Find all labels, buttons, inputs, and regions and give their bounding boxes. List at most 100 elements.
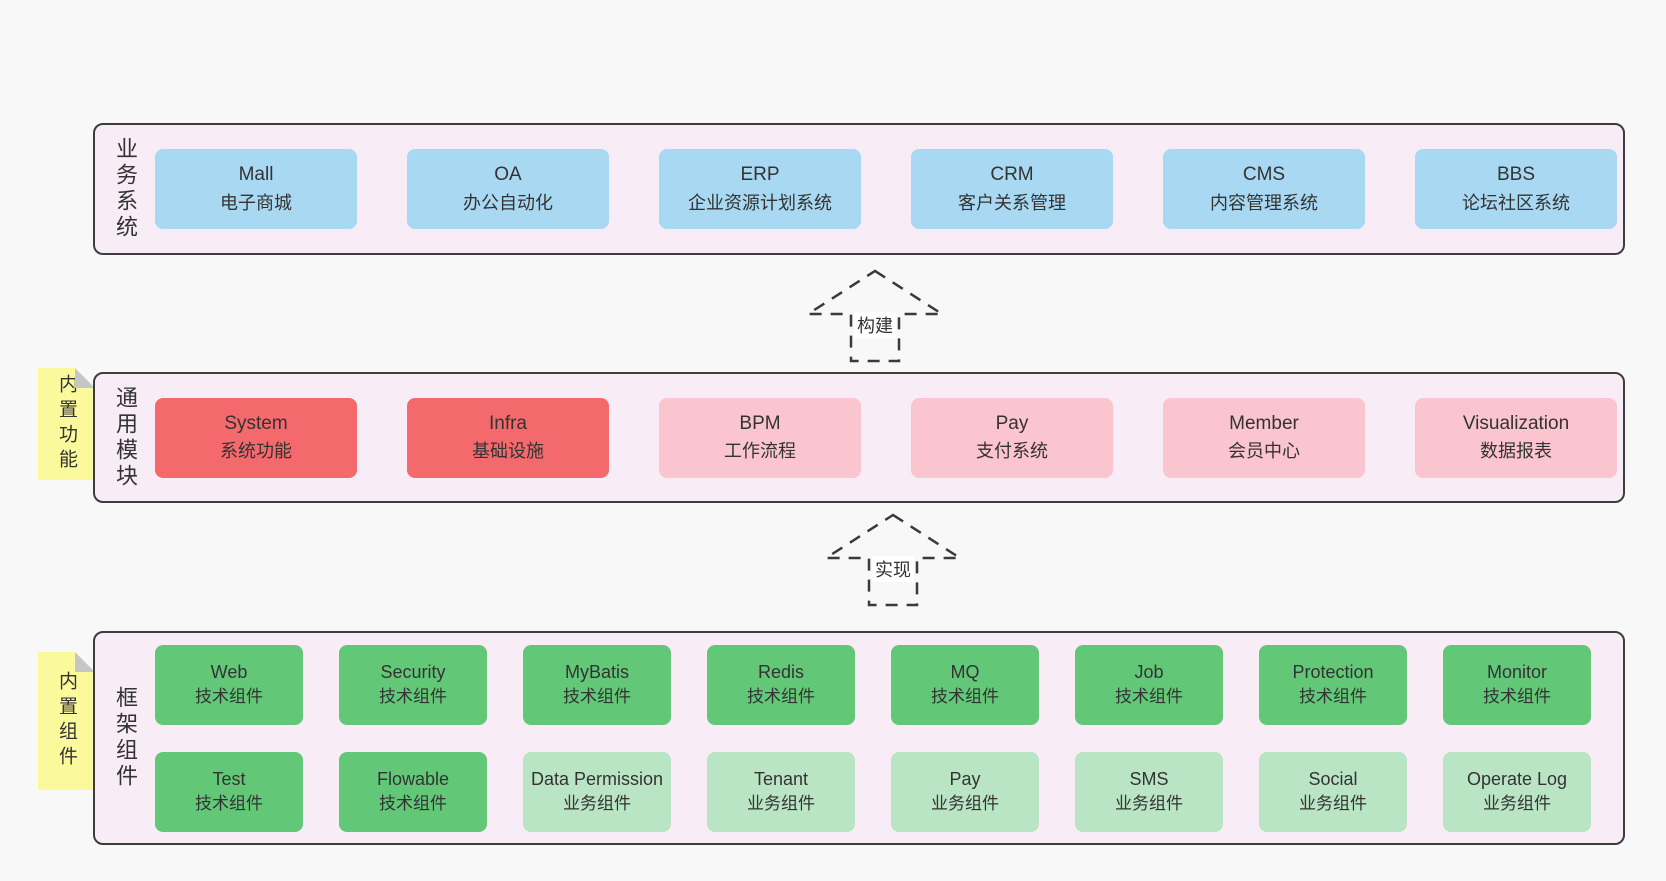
box-row: Mall 电子商城 OA 办公自动化 ERP 企业资源计划系统 CRM 客户关系… bbox=[155, 149, 1623, 229]
component-box-job: Job 技术组件 bbox=[1075, 644, 1223, 725]
module-desc: 内容管理系统 bbox=[1210, 192, 1318, 213]
component-type: 技术组件 bbox=[379, 794, 447, 814]
layer-title: 业务系统 bbox=[113, 137, 138, 241]
component-type: 业务组件 bbox=[1115, 794, 1183, 814]
component-type: 业务组件 bbox=[1299, 794, 1367, 814]
module-box-erp: ERP 企业资源计划系统 bbox=[659, 149, 861, 229]
layer-title: 框架组件 bbox=[113, 686, 138, 790]
component-name: Pay bbox=[949, 769, 981, 789]
module-desc: 会员中心 bbox=[1228, 441, 1300, 462]
component-name: SMS bbox=[1129, 769, 1169, 789]
layer-title-gutter: 通用模块 bbox=[95, 374, 155, 501]
module-box-crm: CRM 客户关系管理 bbox=[911, 149, 1113, 229]
component-box-tenant: Tenant 业务组件 bbox=[707, 751, 855, 832]
module-box-visualization: Visualization 数据报表 bbox=[1415, 397, 1617, 478]
module-box-cms: CMS 内容管理系统 bbox=[1163, 149, 1365, 229]
component-box-protection: Protection 技术组件 bbox=[1259, 644, 1407, 725]
component-type: 技术组件 bbox=[1483, 687, 1551, 707]
component-box-pay: Pay 业务组件 bbox=[891, 751, 1039, 832]
module-desc: 基础设施 bbox=[472, 441, 544, 462]
component-type: 技术组件 bbox=[379, 687, 447, 707]
module-desc: 客户关系管理 bbox=[958, 192, 1066, 213]
box-row: Test 技术组件 Flowable 技术组件 Data Permission … bbox=[155, 751, 1623, 832]
arrow-implement: 实现 bbox=[823, 512, 963, 608]
component-type: 技术组件 bbox=[195, 687, 263, 707]
component-name: MyBatis bbox=[564, 662, 629, 682]
module-name: BBS bbox=[1496, 164, 1536, 186]
arrow-label: 实现 bbox=[872, 556, 914, 582]
component-box-redis: Redis 技术组件 bbox=[707, 644, 855, 725]
component-type: 业务组件 bbox=[563, 794, 631, 814]
component-box-test: Test 技术组件 bbox=[155, 751, 303, 832]
module-name: System bbox=[224, 412, 288, 434]
module-desc: 数据报表 bbox=[1480, 441, 1552, 462]
module-name: Mall bbox=[238, 164, 274, 186]
layer-common-modules: 通用模块 System 系统功能 Infra 基础设施 BPM 工作流程 Pay bbox=[93, 372, 1625, 503]
layer-framework-components: 框架组件 Web 技术组件 Security 技术组件 MyBatis 技术组件… bbox=[93, 631, 1625, 845]
module-name: OA bbox=[494, 164, 522, 186]
component-name: Test bbox=[212, 769, 246, 789]
module-desc: 支付系统 bbox=[976, 441, 1048, 462]
component-name: Web bbox=[210, 662, 248, 682]
component-name: Flowable bbox=[376, 769, 450, 789]
component-box-web: Web 技术组件 bbox=[155, 644, 303, 725]
component-name: Tenant bbox=[753, 769, 809, 789]
component-box-security: Security 技术组件 bbox=[339, 644, 487, 725]
component-box-mq: MQ 技术组件 bbox=[891, 644, 1039, 725]
note-label: 内置组件 bbox=[56, 671, 77, 771]
component-name: Social bbox=[1308, 769, 1358, 789]
box-row: Web 技术组件 Security 技术组件 MyBatis 技术组件 Redi… bbox=[155, 644, 1623, 725]
component-type: 业务组件 bbox=[747, 794, 815, 814]
component-box-sms: SMS 业务组件 bbox=[1075, 751, 1223, 832]
component-name: Monitor bbox=[1486, 662, 1548, 682]
module-name: BPM bbox=[739, 412, 781, 434]
module-name: Member bbox=[1229, 412, 1299, 434]
component-name: Job bbox=[1134, 662, 1164, 682]
box-row: System 系统功能 Infra 基础设施 BPM 工作流程 Pay 支付系统… bbox=[155, 397, 1623, 478]
layer-business-systems: 业务系统 Mall 电子商城 OA 办公自动化 ERP 企业资源计划系统 CRM bbox=[93, 123, 1625, 255]
module-name: ERP bbox=[740, 164, 780, 186]
component-name: MQ bbox=[950, 662, 980, 682]
up-block-arrow-icon bbox=[823, 513, 963, 607]
component-name: Data Permission bbox=[530, 769, 664, 789]
component-type: 技术组件 bbox=[1299, 687, 1367, 707]
component-name: Redis bbox=[757, 662, 805, 682]
arrow-build: 构建 bbox=[805, 268, 945, 364]
layer-body: Mall 电子商城 OA 办公自动化 ERP 企业资源计划系统 CRM 客户关系… bbox=[155, 125, 1623, 253]
module-name: Visualization bbox=[1462, 412, 1570, 434]
note-label: 内置功能 bbox=[56, 374, 77, 474]
module-desc: 工作流程 bbox=[724, 441, 796, 462]
module-name: Infra bbox=[488, 412, 528, 434]
component-type: 技术组件 bbox=[931, 687, 999, 707]
component-box-monitor: Monitor 技术组件 bbox=[1443, 644, 1591, 725]
component-type: 技术组件 bbox=[747, 687, 815, 707]
sticky-note-builtin-components: 内置组件 bbox=[38, 652, 95, 790]
module-desc: 企业资源计划系统 bbox=[688, 192, 832, 213]
module-box-bpm: BPM 工作流程 bbox=[659, 397, 861, 478]
module-box-system: System 系统功能 bbox=[155, 397, 357, 478]
component-box-operate-log: Operate Log 业务组件 bbox=[1443, 751, 1591, 832]
module-name: Pay bbox=[995, 412, 1029, 434]
layer-title-gutter: 框架组件 bbox=[95, 633, 155, 843]
component-name: Security bbox=[380, 662, 446, 682]
component-name: Protection bbox=[1292, 662, 1374, 682]
module-box-infra: Infra 基础设施 bbox=[407, 397, 609, 478]
component-type: 技术组件 bbox=[1115, 687, 1183, 707]
module-box-pay: Pay 支付系统 bbox=[911, 397, 1113, 478]
module-name: CRM bbox=[990, 164, 1034, 186]
component-name: Operate Log bbox=[1466, 769, 1568, 789]
module-desc: 论坛社区系统 bbox=[1462, 192, 1570, 213]
sticky-note-builtin-features: 内置功能 bbox=[38, 368, 95, 480]
module-desc: 办公自动化 bbox=[463, 192, 553, 213]
module-desc: 系统功能 bbox=[220, 441, 292, 462]
component-box-mybatis: MyBatis 技术组件 bbox=[523, 644, 671, 725]
component-type: 业务组件 bbox=[931, 794, 999, 814]
layer-body: Web 技术组件 Security 技术组件 MyBatis 技术组件 Redi… bbox=[155, 633, 1623, 843]
arrow-label: 构建 bbox=[854, 312, 896, 338]
module-name: CMS bbox=[1242, 164, 1286, 186]
component-type: 技术组件 bbox=[195, 794, 263, 814]
module-desc: 电子商城 bbox=[220, 192, 292, 213]
component-box-data-permission: Data Permission 业务组件 bbox=[523, 751, 671, 832]
